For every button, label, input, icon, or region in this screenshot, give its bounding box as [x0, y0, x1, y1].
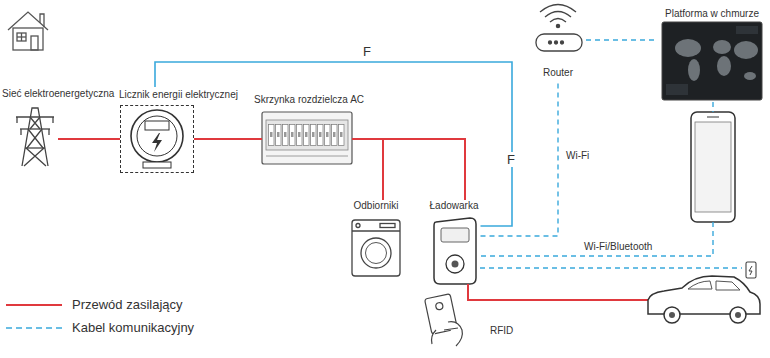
line-label: F [506, 152, 516, 167]
power-wire [58, 138, 120, 140]
washing-machine-icon [352, 220, 400, 276]
rfid-card-icon [425, 294, 463, 346]
node-label: Sieć elektroenergetyczna [2, 88, 114, 100]
car-icon [648, 262, 760, 323]
power-wire [194, 138, 262, 140]
line-label: F [362, 44, 372, 59]
node-label: Skrzynka rozdzielcza AC [254, 94, 364, 106]
meter-icon [131, 110, 183, 168]
link-label: Wi-Fi [566, 150, 589, 162]
charger-icon [434, 218, 648, 300]
grid-tower-icon [16, 108, 54, 166]
distribution-box-node: Skrzynka rozdzielcza AC [262, 112, 352, 164]
legend-text: Przewód zasilający [72, 297, 183, 312]
node-label: Ładowarka [430, 200, 479, 212]
rfid-node: RFID [420, 292, 516, 348]
legend-text: Kabel komunikacyjny [72, 320, 194, 335]
router-icon [536, 5, 582, 52]
cloud-platform-screen [662, 22, 762, 100]
node-label: Odbiorniki [353, 200, 398, 212]
link-label: Wi-Fi/Bluetooth [584, 241, 652, 253]
node-label: Licznik energii elektrycznej [119, 89, 238, 101]
house-icon [8, 12, 48, 50]
load-node: Odbiorniki [345, 200, 407, 276]
cloud-node: Platforma w chmurze [658, 6, 766, 102]
node-label: Platforma w chmurze [665, 8, 759, 20]
communication-wire [155, 62, 512, 226]
power-cable [468, 284, 648, 300]
power-wire [352, 139, 383, 200]
legend-line-sample [6, 327, 62, 329]
power-wire [352, 139, 465, 200]
grid-node: Sieć elektroenergetyczna [12, 105, 58, 167]
router-node: Router [530, 4, 586, 80]
phone-icon [691, 112, 735, 222]
node-label: Router [543, 67, 573, 79]
distribution-box-icon [262, 112, 352, 164]
legend-line-sample [6, 304, 62, 306]
communication-wire [586, 39, 658, 40]
communication-wire [480, 102, 742, 268]
node-label: RFID [490, 325, 513, 337]
charger-node: Ładowarka [428, 200, 481, 286]
meter-node: Licznik energii elektrycznej [120, 105, 194, 173]
communication-wire [481, 80, 559, 236]
